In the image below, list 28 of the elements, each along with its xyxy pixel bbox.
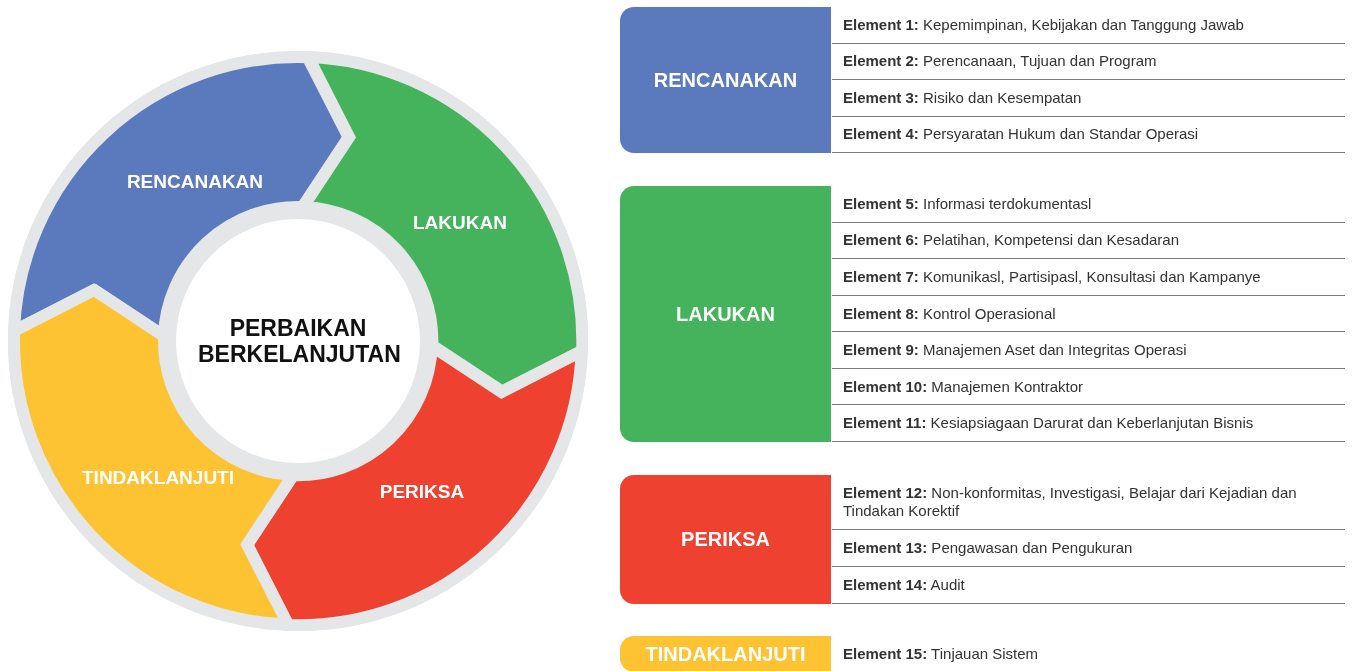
phase-title: TINDAKLANJUTI [645,642,806,666]
center-title: PERBAIKAN BERKELANJUTAN [198,314,398,368]
element-item: Element 9: Manajemen Aset dan Integritas Operasi [832,332,1345,369]
element-item: Element 15: Tinjauan Sistem [832,636,1345,671]
phase-box [620,7,831,153]
phase-label: PERIKSA [379,481,465,503]
element-item: Element 10: Manajemen Kontraktor [832,368,1345,406]
phase-box [620,186,831,442]
phase-label: RENCANAKAN [126,171,264,193]
element-item: Element 3: Risiko dan Kesempatan [832,80,1345,117]
element-item: Element 6: Pelatihan, Kompetensi dan Kesadaran [832,222,1345,260]
phase-title: PERIKSA [681,528,770,551]
element-item: Element 2: Perencanaan, Tujuan dan Program [832,43,1345,80]
element-item: Element 7: Komunikasl, Partisipasl, Konsultasi dan Kampanye [832,259,1345,296]
phase-title: RENCANAKAN [653,68,798,92]
element-item: Element 1: Kepemimpinan, Kebijakan dan Tanggung Jawab [832,7,1345,44]
element-item: Element 8: Kontrol Operasional [832,295,1345,333]
element-item: Element 11: Kesiapsiagaan Darurat dan Keberlanjutan Bisnis [832,405,1345,443]
element-item: Element 4: Persyaratan Hukum dan Standar Operasi [832,116,1345,153]
phase-label: LAKUKAN [413,212,507,234]
element-item: Element 5: Informasi terdokumentasl [832,186,1345,223]
element-item: Element 13: Pengawasan dan Pengukuran [832,530,1345,567]
element-item: Element 12: Non-konformitas, Investigasi, Belajar dari Kejadian dan Tindakan Korektif [832,475,1345,530]
phase-label: TINDAKLANJUTI [82,467,234,489]
phase-title: LAKUKAN [676,302,775,326]
phase-box [620,475,831,604]
element-item: Element 14: Audit [832,567,1345,604]
phase-box [620,636,831,671]
